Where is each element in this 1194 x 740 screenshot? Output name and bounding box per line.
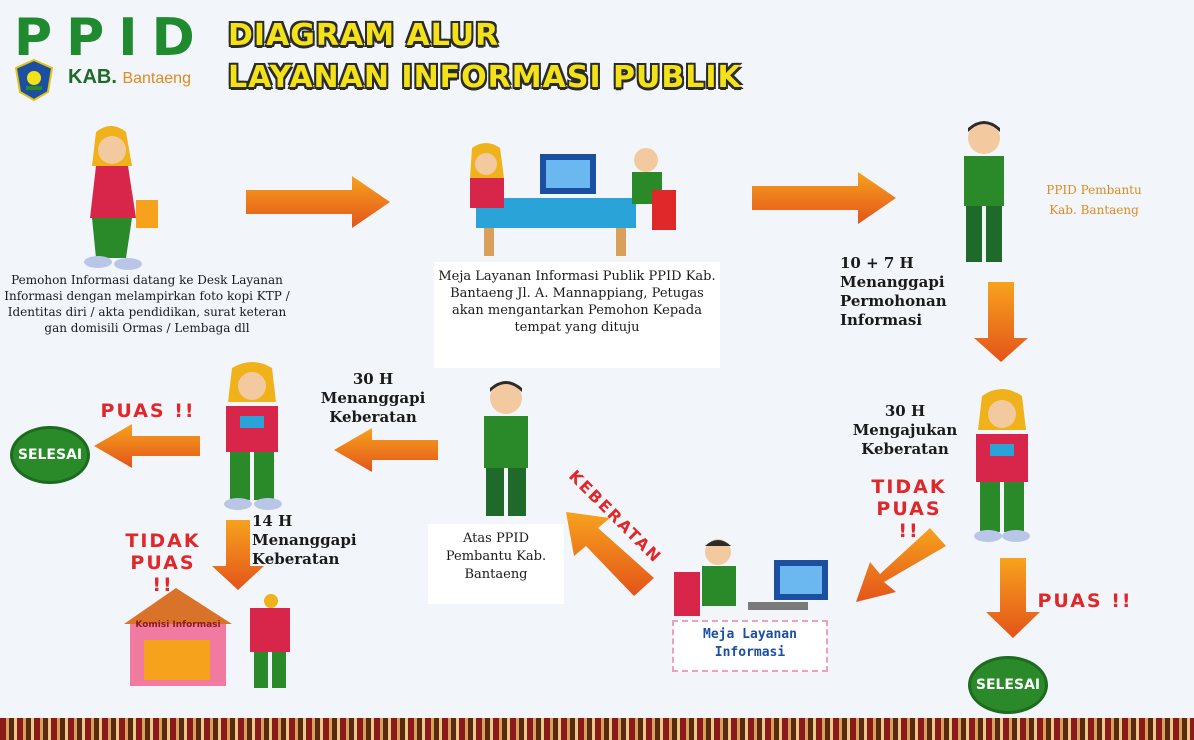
title-line-2: LAYANAN INFORMASI PUBLIK	[228, 60, 742, 95]
arrow-down-left	[212, 520, 264, 590]
respond-30h-label: 30 H Menanggapi Keberatan	[320, 370, 426, 426]
appeal-30h-label: 30 H Mengajukan Keberatan	[852, 402, 958, 458]
komisi-informasi-building-icon	[124, 588, 290, 688]
arrow-down-2	[986, 558, 1040, 638]
decorative-bottom-border	[0, 718, 1194, 740]
meja-layanan-scene-icon	[674, 539, 828, 616]
komisi-sign: Komisi Informasi	[135, 620, 221, 630]
tidak-puas-right-label: TIDAK PUAS !!	[871, 476, 947, 542]
service-desk-caption: Meja Layanan Informasi Publik PPID Kab. …	[434, 262, 720, 368]
applicant-caption: Pemohon Informasi datang ke Desk Layanan…	[4, 273, 290, 335]
atasan-caption: Atas PPID Pembantu Kab. Bantaeng	[428, 524, 564, 604]
applicant-left-person-icon	[224, 362, 282, 510]
arrow-left-2	[94, 424, 200, 468]
arrow-left-1	[334, 428, 438, 472]
arrow-right-1	[246, 176, 390, 228]
meja-layanan-label: Meja Layanan Informasi	[703, 627, 797, 660]
logo-ppid: PPID	[14, 8, 209, 68]
arrow-diagonal-down-left	[856, 528, 946, 602]
arrow-keberatan	[566, 512, 654, 596]
selesai-right-badge: SELESAI	[968, 656, 1048, 714]
arrow-down-1	[974, 282, 1028, 362]
tidak-puas-left-label: TIDAK PUAS !!	[125, 530, 201, 596]
appellant-person-icon	[974, 389, 1030, 542]
puas-right-label: PUAS !!	[1037, 590, 1133, 612]
applicant-person-icon	[84, 126, 158, 270]
meja-layanan-box: Meja Layanan Informasi	[672, 620, 828, 672]
title-line-1: DIAGRAM ALUR	[228, 18, 500, 53]
ppid-officer-person-icon	[964, 121, 1004, 262]
ppid-assistant-label: PPID Pembantu Kab. Bantaeng	[1046, 183, 1142, 217]
service-desk-scene-icon	[470, 143, 676, 256]
atasan-person-icon	[484, 381, 528, 516]
bantaeng-emblem-icon	[12, 58, 56, 102]
respond-14h-label: 14 H Menanggapi Keberatan	[252, 512, 357, 568]
response-time-label: 10 + 7 H Menanggapi Permohonan Informasi	[840, 254, 947, 329]
logo-kab: KAB. Bantaeng	[68, 66, 191, 88]
selesai-left-badge: SELESAI	[10, 426, 90, 484]
puas-left-label: PUAS !!	[100, 400, 196, 422]
arrow-right-2	[752, 172, 896, 224]
